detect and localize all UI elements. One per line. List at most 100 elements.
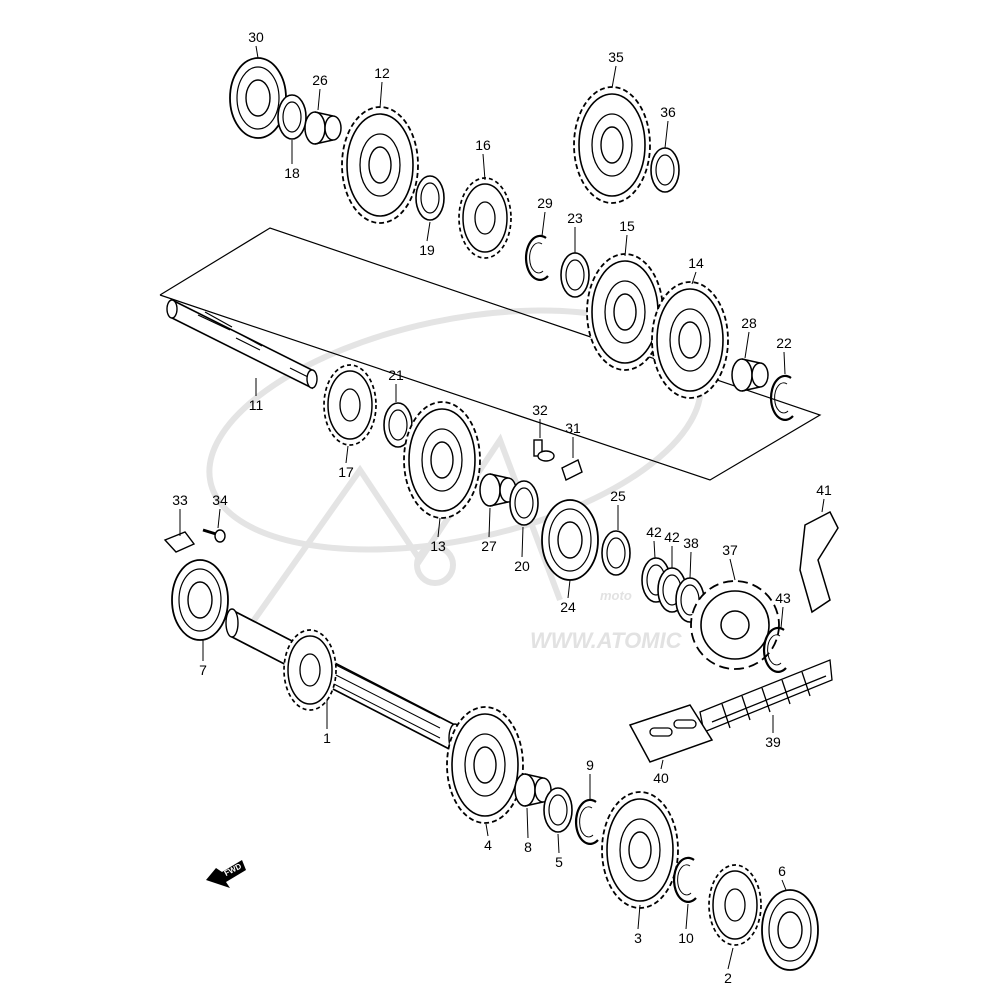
- countershaft-group-outline: [159, 227, 822, 481]
- sprocket-37: [690, 580, 780, 670]
- gear-3: [601, 791, 679, 909]
- leader-line-37: [729, 558, 736, 581]
- callout-5: 5: [555, 854, 563, 870]
- gear-14: [651, 281, 729, 399]
- gear-4: [446, 706, 524, 824]
- bush-28: [731, 358, 769, 392]
- gear-17: [323, 364, 377, 446]
- callout-35: 35: [608, 49, 624, 65]
- leader-line-2: [727, 947, 734, 970]
- oil-seal-25: [601, 530, 631, 576]
- callout-11: 11: [249, 397, 264, 413]
- washer-36: [650, 147, 680, 193]
- gear-integral-1: [283, 629, 337, 711]
- circlip-10: [672, 856, 698, 904]
- bearing-7: [171, 559, 229, 641]
- callout-16: 16: [475, 137, 491, 153]
- callout-18: 18: [284, 165, 300, 181]
- gear-2: [708, 864, 762, 946]
- countershaft: [166, 298, 318, 390]
- drive-chain-39: [699, 659, 833, 733]
- callout-30: 30: [248, 29, 264, 45]
- callout-7: 7: [199, 662, 207, 678]
- callout-14: 14: [688, 255, 704, 271]
- washer-23: [560, 252, 590, 298]
- gear-35: [573, 86, 651, 204]
- leader-line-10: [685, 903, 689, 930]
- plate-33: [163, 531, 196, 553]
- leader-line-19: [426, 221, 431, 242]
- leader-line-30: [255, 45, 259, 59]
- leader-line-40: [660, 759, 664, 770]
- callout-15: 15: [619, 218, 635, 234]
- watermark-small: moto: [600, 588, 632, 603]
- callout-39: 39: [765, 734, 781, 750]
- leader-line-14: [691, 271, 697, 285]
- callout-10: 10: [678, 930, 694, 946]
- callout-38: 38: [683, 535, 699, 551]
- leader-line-8: [526, 807, 529, 839]
- leader-line-27: [488, 507, 491, 538]
- leader-line-3: [637, 904, 641, 930]
- callout-29: 29: [537, 195, 553, 211]
- callout-23: 23: [567, 210, 583, 226]
- leader-line-26: [317, 88, 321, 111]
- leader-line-15: [624, 234, 628, 257]
- callout-8: 8: [524, 839, 532, 855]
- gear-13: [403, 401, 481, 519]
- leader-line-4: [485, 823, 489, 837]
- bearing-30: [229, 57, 287, 139]
- bearing-6: [761, 889, 819, 971]
- callout-42a: 42: [646, 524, 662, 540]
- callout-27: 27: [481, 538, 497, 554]
- callout-2: 2: [724, 970, 732, 986]
- callout-25: 25: [610, 488, 626, 504]
- leader-lines: [179, 45, 825, 970]
- leader-line-43: [780, 606, 784, 629]
- callout-36: 36: [660, 104, 676, 120]
- callout-34: 34: [212, 492, 228, 508]
- screw-34: [202, 528, 226, 543]
- leader-line-5: [557, 833, 560, 854]
- callout-4: 4: [484, 837, 492, 853]
- circlip-22: [769, 374, 795, 422]
- leader-line-29: [541, 211, 546, 237]
- callout-20: 20: [514, 558, 530, 574]
- sprocket-plate-41: [799, 510, 839, 614]
- bush-26: [304, 111, 342, 145]
- callout-22: 22: [776, 335, 792, 351]
- gear-12: [341, 106, 419, 224]
- callout-24: 24: [560, 599, 576, 615]
- leader-line-42a: [653, 540, 656, 559]
- leader-line-13: [437, 517, 441, 538]
- callout-28: 28: [741, 315, 757, 331]
- fwd-arrow-icon: FWD: [206, 860, 246, 888]
- leader-line-16: [482, 153, 486, 181]
- callout-13: 13: [430, 538, 446, 554]
- callout-32: 32: [532, 402, 548, 418]
- leader-line-38: [689, 551, 692, 579]
- leader-line-6: [781, 879, 787, 891]
- callout-41: 41: [816, 482, 832, 498]
- callout-40: 40: [653, 770, 669, 786]
- gear-16: [458, 177, 512, 259]
- circlip-29: [524, 234, 550, 282]
- chain-joint-40: [628, 704, 714, 763]
- callout-26: 26: [312, 72, 328, 88]
- callout-37: 37: [722, 542, 738, 558]
- callout-3: 3: [634, 930, 642, 946]
- washer-5: [543, 787, 573, 833]
- leader-line-34: [217, 508, 221, 529]
- callout-31: 31: [565, 420, 581, 436]
- callout-42b: 42: [664, 529, 680, 545]
- leader-line-17: [345, 445, 349, 464]
- gear-15: [586, 253, 664, 371]
- leader-line-36: [664, 120, 669, 149]
- leader-line-41: [821, 498, 825, 513]
- callout-1: 1: [323, 730, 331, 746]
- callout-6: 6: [778, 863, 786, 879]
- leader-line-24: [567, 579, 571, 599]
- washer-19: [415, 175, 445, 221]
